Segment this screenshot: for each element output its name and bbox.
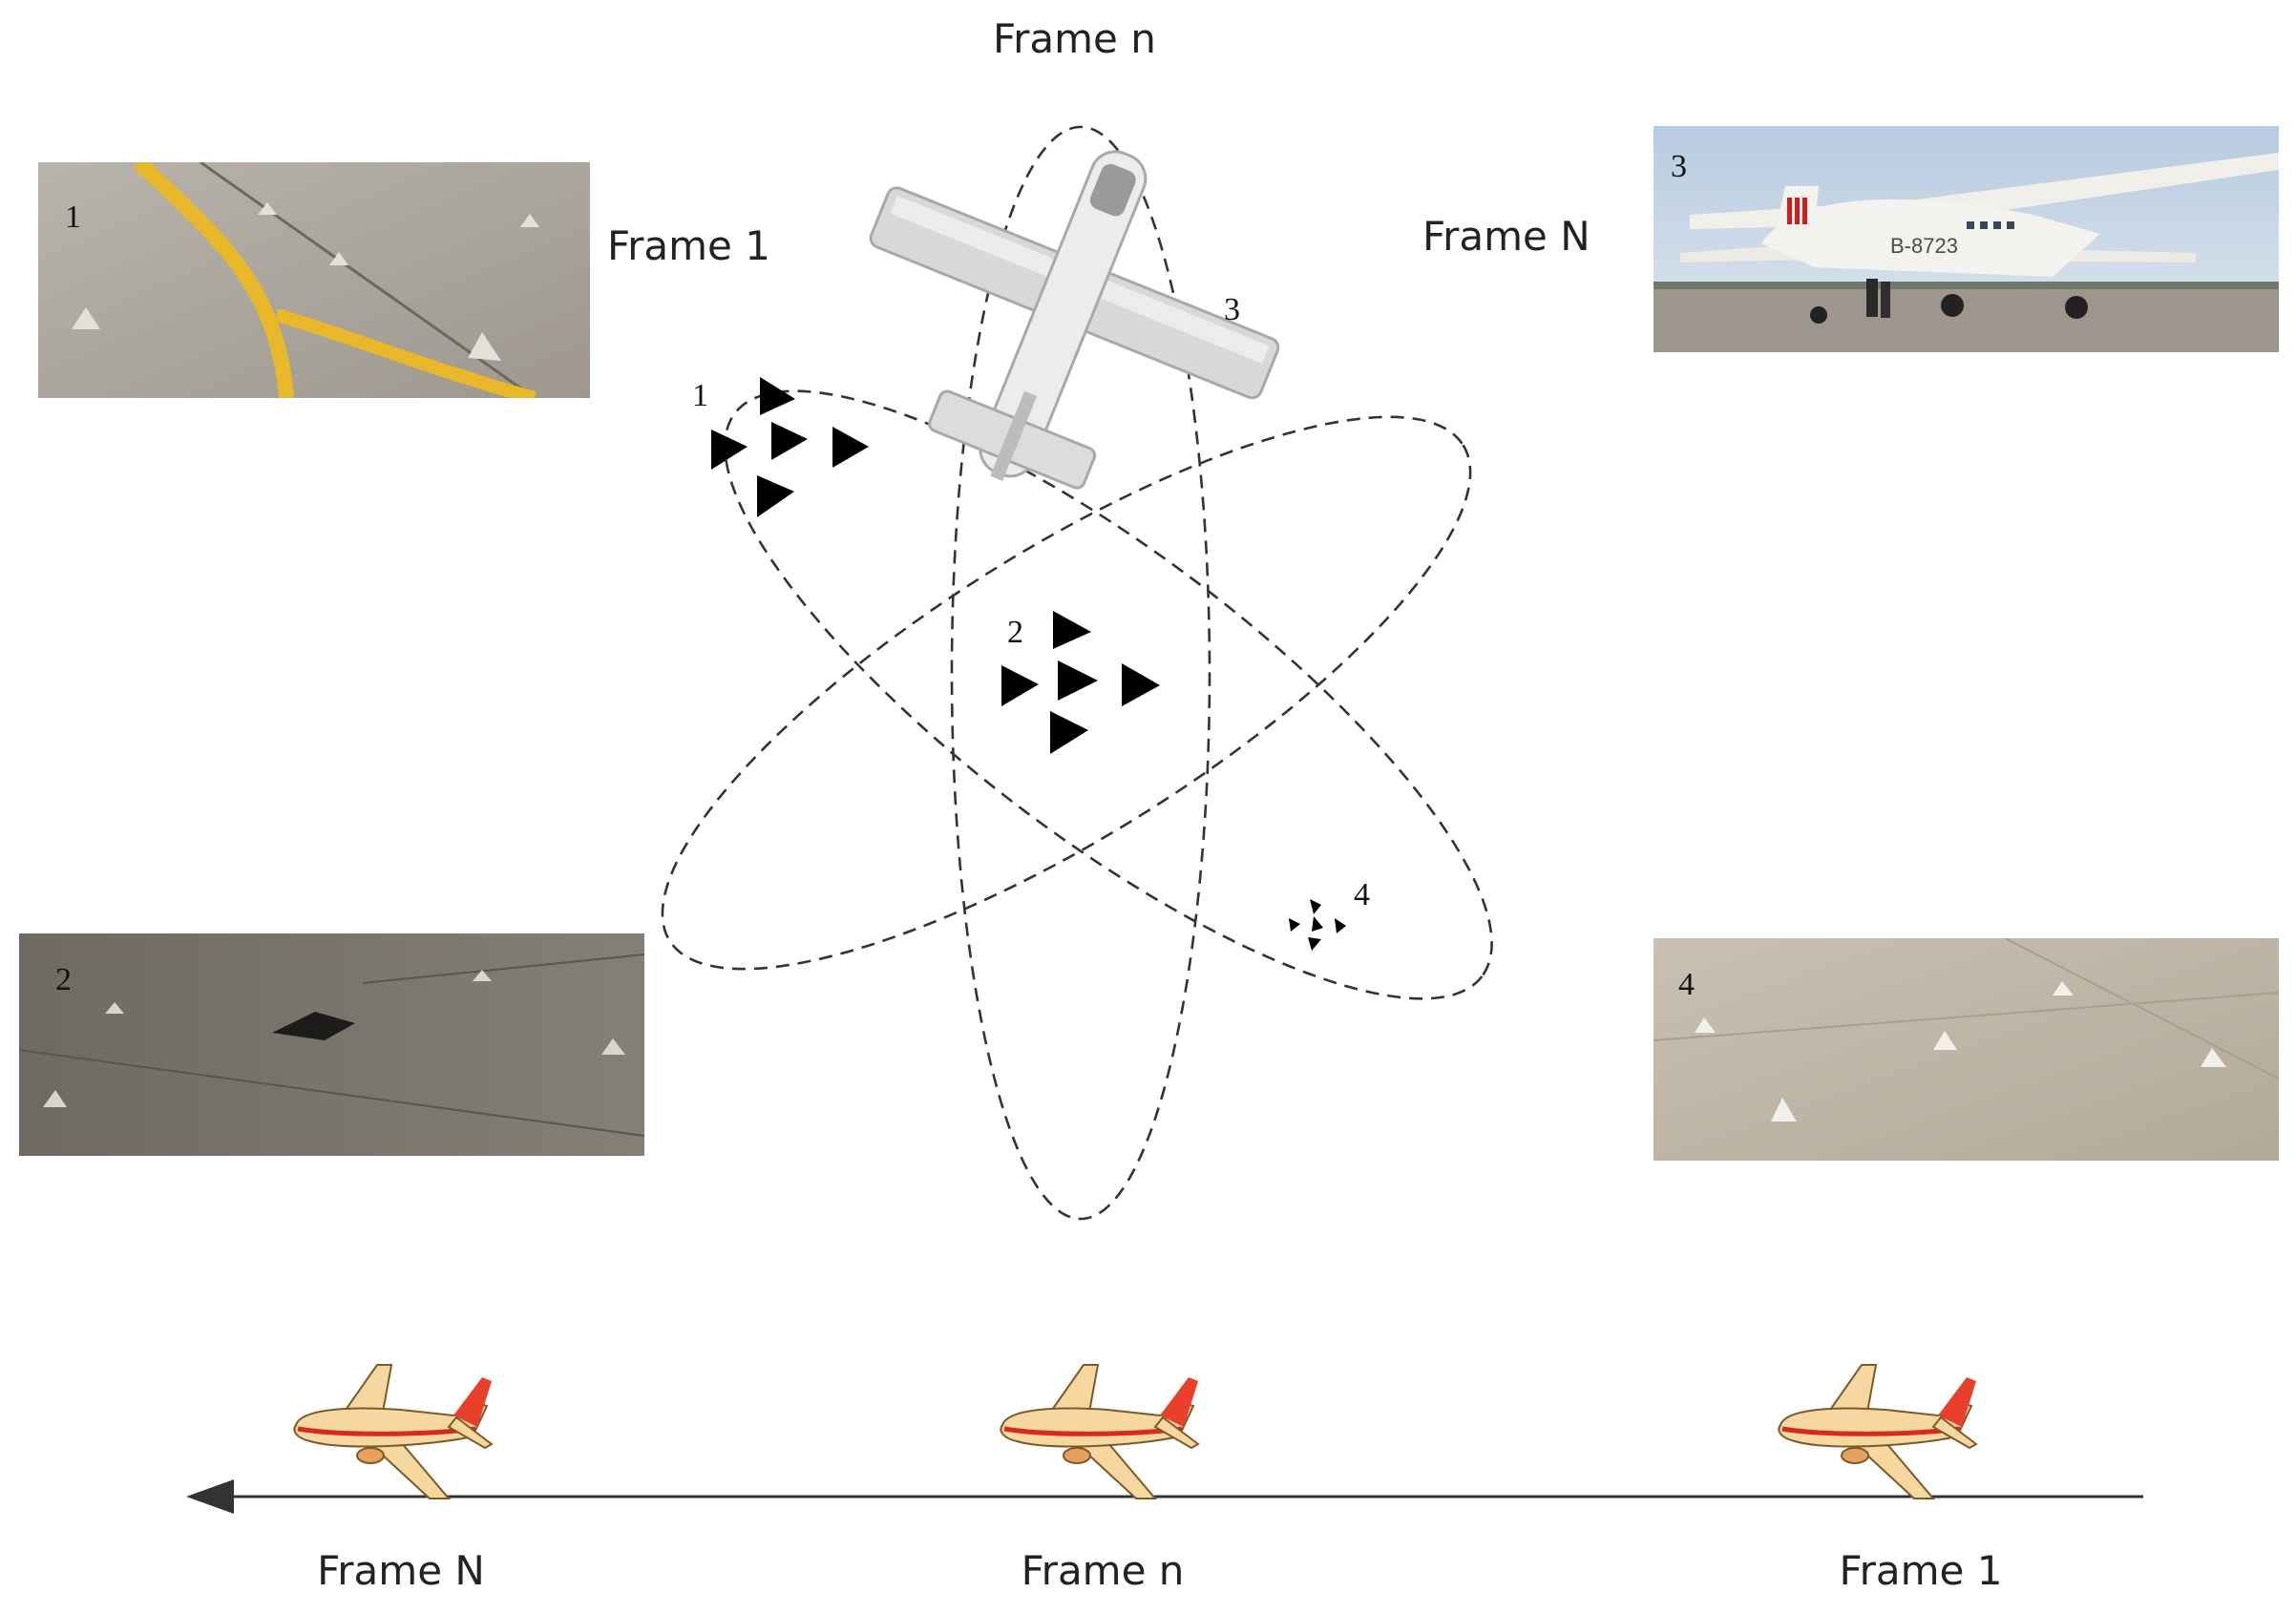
photo-2-dark-runway (19, 933, 644, 1156)
cluster-2-marker (1122, 663, 1160, 706)
cluster-2-marker (1058, 660, 1098, 701)
top-view-plane-icon (869, 150, 1280, 490)
timeline-label: Frame 1 (1840, 1547, 2003, 1594)
airliner-icon (293, 1364, 494, 1499)
photo-2-number: 2 (55, 962, 72, 997)
cluster-1-markers (711, 377, 869, 517)
cluster-2-marker (1053, 611, 1091, 649)
ellipse-label-frame-N: Frame N (1422, 213, 1590, 260)
cluster-4-marker (1335, 918, 1346, 933)
cluster-1-label: 1 (692, 378, 708, 413)
cluster-4-label: 4 (1354, 877, 1370, 912)
timeline-arrowhead-icon (186, 1479, 234, 1514)
cluster-1-marker (711, 430, 748, 470)
cluster-4-markers (1289, 899, 1346, 951)
cluster-2-markers (1001, 611, 1160, 754)
timeline-label: Frame N (317, 1547, 485, 1594)
cluster-2-label: 2 (1007, 615, 1023, 650)
ellipse-frame-1 (724, 389, 1493, 1000)
timeline-label: Frame n (1022, 1547, 1185, 1594)
ellipse-label-frame-1: Frame 1 (607, 222, 770, 269)
cluster-4-marker (1308, 937, 1321, 951)
cluster-3-label: 3 (1224, 292, 1240, 327)
airliner-icon (1778, 1364, 1978, 1499)
cluster-2-marker (1001, 665, 1039, 706)
cluster-4-marker (1312, 916, 1323, 932)
photo-3-number: 3 (1671, 149, 1687, 184)
photo-4-concrete (1654, 938, 2279, 1161)
photo-4-number: 4 (1678, 967, 1695, 1002)
ellipse-label-frame-n: Frame n (993, 15, 1156, 62)
cluster-4-marker (1289, 918, 1300, 932)
photo-1-number: 1 (65, 199, 81, 235)
cluster-1-marker (832, 427, 869, 468)
cluster-1-marker (757, 475, 794, 517)
cluster-1-marker (771, 422, 808, 460)
airliner-icon (1000, 1364, 1200, 1499)
photo-1-runway (38, 162, 590, 398)
ellipse-frame-n (950, 125, 1211, 1221)
ellipse-frame-N (661, 415, 1472, 971)
cluster-1-marker (760, 377, 795, 415)
cluster-2-marker (1050, 711, 1088, 754)
cluster-4-marker (1310, 899, 1321, 914)
photo-3-biplane: B-8723 (1654, 126, 2279, 352)
photo-3-registration: B-8723 (1890, 234, 1958, 258)
